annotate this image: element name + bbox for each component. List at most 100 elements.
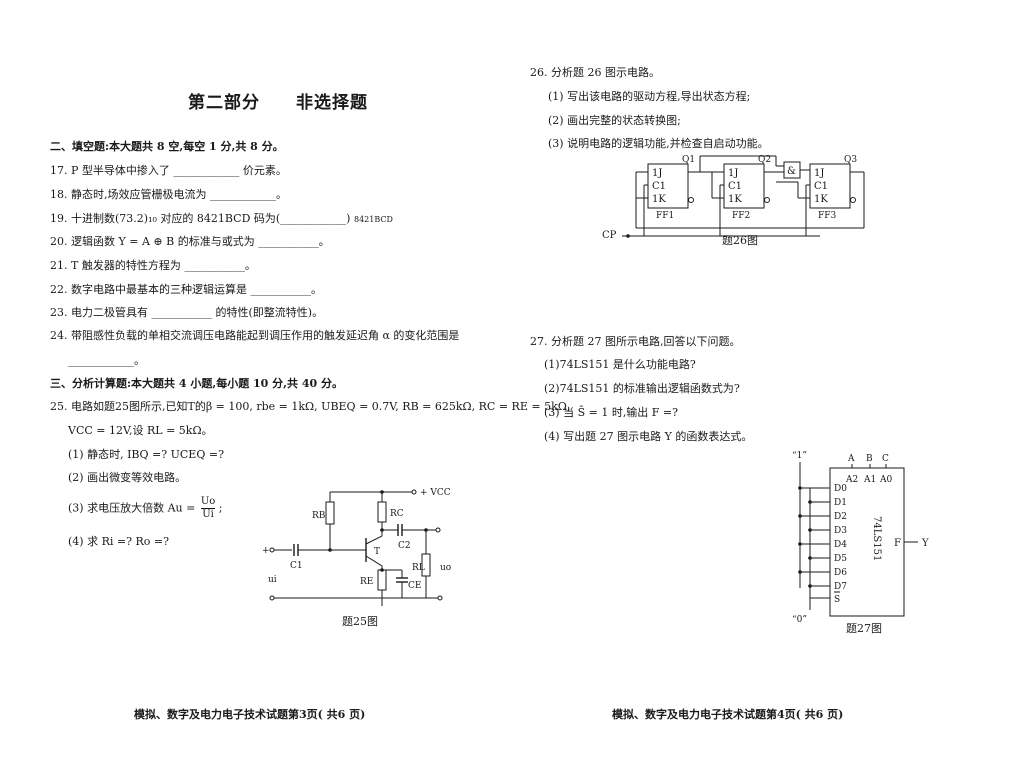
question-23: 23. 电力二极管具有 ___________ 的特性(即整流特性)。 <box>50 306 324 319</box>
and-gate-label: & <box>787 166 796 177</box>
fig27-a0-label: A0 <box>879 475 892 485</box>
question-24: 24. 带阻感性负载的单相交流调压电路能起到调压作用的触发延迟角 α 的变化范围… <box>50 329 460 342</box>
question-25-part3: (3) 求电压放大倍数 Au = Uo Ui ; <box>68 496 223 521</box>
gain-numerator: Uo <box>200 496 216 509</box>
fig25-ui-label: ui <box>268 575 277 585</box>
fig27-d-junction <box>808 528 812 532</box>
figure-25-caption: 题25图 <box>342 615 378 628</box>
ff2-label: FF2 <box>732 211 750 221</box>
calculation-heading: 三、分析计算题:本大题共 4 小题,每小题 10 分,共 40 分。 <box>50 377 343 390</box>
right-page-footer: 模拟、数字及电力电子技术试题第4页( 共6 页) <box>612 708 844 721</box>
ff1-k-label: 1K <box>652 194 666 205</box>
question-22: 22. 数字电路中最基本的三种逻辑运算是 ___________。 <box>50 283 322 296</box>
question-19-text: 19. 十进制数(73.2)₁₀ 对应的 8421BCD 码为(________… <box>50 212 351 225</box>
fig25-rb-label: RB <box>312 511 326 521</box>
fig27-a-label: A <box>847 454 855 464</box>
q2-label: Q2 <box>758 155 771 165</box>
ff2-c-label: C1 <box>728 181 742 192</box>
fig25-vcc-label: + VCC <box>420 488 451 498</box>
fig27-b-label: B <box>866 454 873 464</box>
question-25-line1: 25. 电路如题25图所示,已知T的β = 100, rbe = 1kΩ, UB… <box>50 400 571 413</box>
figure-26-caption: 题26图 <box>722 234 758 247</box>
ff3-label: FF3 <box>818 211 836 221</box>
fig27-d-junction <box>798 570 802 574</box>
gain-fraction: Uo Ui <box>200 496 216 521</box>
question-26: 26. 分析题 26 图示电路。 <box>530 66 660 79</box>
fig27-d-junction <box>798 542 802 546</box>
ff2-j-label: 1J <box>728 168 738 179</box>
figure-25-circuit: + VCC RB RC C2 RL uo T + C1 ui RE CE <box>262 488 451 606</box>
ff2-k-label: 1K <box>728 194 742 205</box>
fig27-d-label: D0 <box>834 484 847 494</box>
ff1-label: FF1 <box>656 211 674 221</box>
fig27-y-label: Y <box>921 538 929 549</box>
fig27-d-junction <box>808 500 812 504</box>
question-19-subscript: 8421BCD <box>353 215 393 224</box>
q1-label: Q1 <box>682 155 695 165</box>
question-26-part3: (3) 说明电路的逻辑功能,并检查自启动功能。 <box>548 137 769 150</box>
question-25-part2: (2) 画出微变等效电路。 <box>68 471 187 484</box>
fig27-f-label: F <box>894 538 901 549</box>
fig27-a2-label: A2 <box>845 475 858 485</box>
question-19: 19. 十进制数(73.2)₁₀ 对应的 8421BCD 码为(________… <box>50 210 393 226</box>
fig27-d-label: D6 <box>834 568 847 578</box>
question-24-blank: ____________。 <box>68 354 145 367</box>
figure-27-circuit: “1” A B C A2 A1 A0 74LS151 “0” S F Y D0D… <box>792 450 929 625</box>
fig25-rl-label: RL <box>412 563 425 573</box>
fig25-re-label: RE <box>360 577 373 587</box>
section-title: 第二部分 非选择题 <box>188 93 368 113</box>
fig27-chip-label: 74LS151 <box>871 516 882 561</box>
fig27-d-junction <box>798 486 802 490</box>
question-25-part3-suffix: ; <box>218 501 223 515</box>
fig27-d-label: D7 <box>834 582 847 592</box>
question-17: 17. P 型半导体中掺入了 ____________ 价元素。 <box>50 164 287 177</box>
fig27-one-label: “1” <box>792 450 807 461</box>
question-27-part3: (3) 当 S̄ = 1 时,输出 F =? <box>544 406 679 419</box>
fig25-ce-label: CE <box>408 581 421 591</box>
fig27-d-label: D1 <box>834 498 847 508</box>
question-25-part1: (1) 静态时, IBQ =? UCEQ =? <box>68 448 224 461</box>
fill-in-heading: 二、填空题:本大题共 8 空,每空 1 分,共 8 分。 <box>50 140 284 153</box>
fig27-c-label: C <box>882 454 889 464</box>
ff3-k-label: 1K <box>814 194 828 205</box>
fig25-rc-label: RC <box>390 509 404 519</box>
question-26-part2: (2) 画出完整的状态转换图; <box>548 114 681 127</box>
fig27-d-junction <box>808 584 812 588</box>
fig25-uo-label: uo <box>440 563 451 573</box>
question-26-part1: (1) 写出该电路的驱动方程,导出状态方程; <box>548 90 751 103</box>
fig25-input-plus: + <box>262 546 270 556</box>
ff1-j-label: 1J <box>652 168 662 179</box>
left-page-footer: 模拟、数字及电力电子技术试题第3页( 共6 页) <box>134 708 366 721</box>
fig27-d-junction <box>798 514 802 518</box>
q3-label: Q3 <box>844 155 857 165</box>
question-20: 20. 逻辑函数 Y = A ⊕ B 的标准与或式为 ___________。 <box>50 235 330 248</box>
question-25-part4: (4) 求 Ri =? Ro =? <box>68 535 169 548</box>
fig27-a1-label: A1 <box>863 475 876 485</box>
ff3-j-label: 1J <box>814 168 824 179</box>
ff1-c-label: C1 <box>652 181 666 192</box>
fig27-s-label: S <box>834 595 840 605</box>
fig25-c2-label: C2 <box>398 541 411 551</box>
fig25-t-label: T <box>374 547 380 557</box>
question-18: 18. 静态时,场效应管栅极电流为 ____________。 <box>50 188 287 201</box>
cp-label: CP <box>602 230 617 241</box>
figure-26-circuit: 1J C1 1K FF1 Q1 1J C1 1K FF2 Q2 & 1J C1 … <box>602 155 865 241</box>
question-27-part2: (2)74LS151 的标准输出逻辑函数式为? <box>544 382 740 395</box>
fig25-c1-label: C1 <box>290 561 303 571</box>
fig27-d-label: D5 <box>834 554 847 564</box>
question-27-part1: (1)74LS151 是什么功能电路? <box>544 358 696 371</box>
ff3-c-label: C1 <box>814 181 828 192</box>
question-21: 21. T 触发器的特性方程为 ___________。 <box>50 259 256 272</box>
fig27-d-junction <box>808 556 812 560</box>
question-25-line2: VCC = 12V,设 RL = 5kΩ。 <box>68 424 213 437</box>
fig27-d-label: D2 <box>834 512 847 522</box>
question-25-part3-prefix: (3) 求电压放大倍数 Au = <box>68 501 196 515</box>
fig27-d-label: D4 <box>834 540 847 550</box>
figure-27-caption: 题27图 <box>846 622 882 635</box>
question-27-part4: (4) 写出题 27 图示电路 Y 的函数表达式。 <box>544 430 753 443</box>
fig27-zero-label: “0” <box>792 614 807 625</box>
question-27: 27. 分析题 27 图所示电路,回答以下问题。 <box>530 335 741 348</box>
fig27-d-label: D3 <box>834 526 847 536</box>
gain-denominator: Ui <box>202 509 214 520</box>
